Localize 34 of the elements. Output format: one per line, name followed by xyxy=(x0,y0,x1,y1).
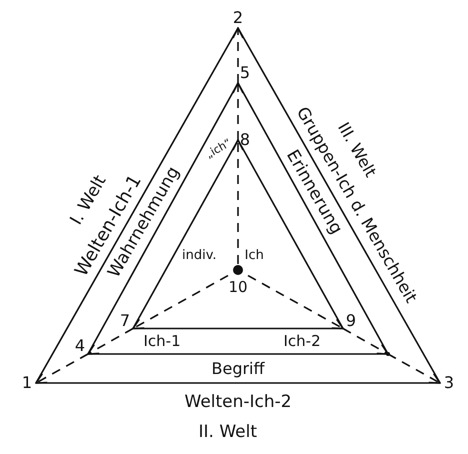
vertex-number: 5 xyxy=(238,63,252,83)
line xyxy=(237,28,441,384)
side-label: II. Welt xyxy=(198,422,257,442)
line xyxy=(36,382,440,384)
line xyxy=(132,140,239,329)
dashed-arrow xyxy=(232,82,244,140)
vertex-number: 4 xyxy=(72,336,88,354)
side-label: Ich-2 xyxy=(284,332,321,349)
dashed-arrow xyxy=(232,27,244,83)
dashed-arrow xyxy=(388,353,441,384)
dashed-arrow xyxy=(248,274,344,330)
vertex-number: 2 xyxy=(231,8,245,28)
side-label: indiv. Ich xyxy=(182,249,264,264)
line xyxy=(35,28,239,384)
vertex-number: 3 xyxy=(440,373,458,393)
dashed-arrow xyxy=(342,328,389,355)
vertex-number: 7 xyxy=(117,310,133,328)
vertex-number: 8 xyxy=(238,130,252,150)
side-label: Welten-Ich-2 xyxy=(184,392,292,412)
side-label: Begriff xyxy=(212,360,265,378)
dashed-arrow xyxy=(132,274,228,330)
line xyxy=(237,82,389,354)
vertex-point xyxy=(386,352,390,356)
line xyxy=(237,140,344,329)
dashed-arrow xyxy=(87,328,134,355)
line xyxy=(88,353,388,355)
side-label: Ich-1 xyxy=(144,332,181,349)
vertex-number: 9 xyxy=(343,310,359,328)
line xyxy=(133,328,343,330)
vertex-number: 1 xyxy=(18,373,36,393)
line xyxy=(87,82,239,354)
dashed-arrow xyxy=(35,353,88,384)
point-number: 10 xyxy=(228,278,248,296)
dashed-arrow xyxy=(232,139,244,264)
